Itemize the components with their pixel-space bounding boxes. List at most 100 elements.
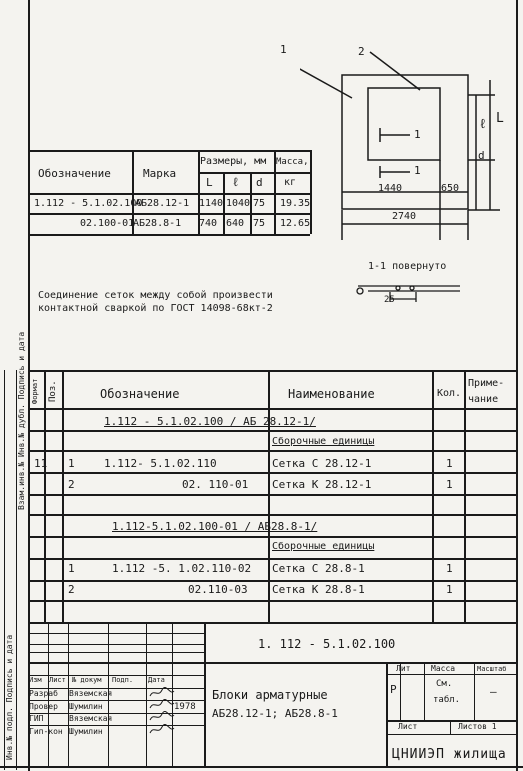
row2-l: 640 <box>226 218 245 229</box>
col-izm: Изм <box>29 676 42 684</box>
row3-qty: 1 <box>446 562 453 575</box>
dim-2740: 2740 <box>392 211 417 222</box>
row3-pos: 1 <box>68 562 75 575</box>
row2-qty: 1 <box>446 478 453 491</box>
col-dimensions-header: Размеры, мм <box>200 156 267 167</box>
title-line1: Блоки арматурные <box>212 688 328 702</box>
row2-mark: АБ28.8-1 <box>133 218 182 229</box>
col-note-header-2: чание <box>468 394 499 405</box>
org-name: ЦНИИЭП жилища <box>392 747 507 762</box>
note-line1: Соединение сеток между собой произвести <box>38 290 273 301</box>
role-razrab: Разраб <box>29 689 58 698</box>
block-plan-drawing <box>300 51 500 240</box>
row1-pos: 1 <box>68 457 75 470</box>
margin-label: Инв.№ подл. Подпись и дата <box>5 634 14 760</box>
section-mark: 1 <box>414 128 421 141</box>
name-razrab: Вяземская <box>69 689 113 698</box>
col-doc: № докум <box>72 676 102 684</box>
lit-header: Лит <box>396 664 411 673</box>
inner-mesh <box>367 87 441 161</box>
sheets-label: Листов 1 <box>458 722 497 731</box>
row2-d: 75 <box>253 218 266 229</box>
col-mass-unit: кг <box>284 177 297 188</box>
margin-label: Взам.инв.№ Инв.№ дубл. Подпись и дата <box>17 331 26 510</box>
callout-2: 2 <box>358 45 365 58</box>
row3-name: Сетка С 28.8-1 <box>272 562 365 575</box>
row1-designation: 1.112 - 5.1.02.100 <box>34 198 143 209</box>
row2-name: Сетка К 28.12-1 <box>272 478 372 491</box>
group1-subtitle: Сборочные единицы <box>272 436 375 447</box>
callout-1: 1 <box>280 43 287 56</box>
section-mark-lower: 1 <box>414 164 421 177</box>
section-detail-drawing <box>356 285 460 302</box>
group2-title: 1.112-5.1.02.100-01 / АБ28.8-1/ <box>112 520 318 533</box>
col-designation-header: Обозначение <box>38 167 111 180</box>
name-gip: Вяземская <box>69 714 113 723</box>
margin-line <box>4 370 5 770</box>
dim-25: 25 <box>384 295 395 305</box>
scale-value: — <box>490 685 497 698</box>
row4-qty: 1 <box>446 583 453 596</box>
col-date: Дата <box>148 676 165 684</box>
doc-code: 1. 112 - 5.1.02.100 <box>258 637 396 651</box>
name-prover: Шумилин <box>69 702 103 711</box>
lit-value: Р <box>390 683 397 696</box>
col-l-header: ℓ <box>232 175 240 189</box>
scale-header: Масштаб <box>477 665 507 673</box>
title-line2: АБ28.12-1; АБ28.8-1 <box>212 707 338 720</box>
row2-designation: 02.100-01 <box>80 218 135 229</box>
dim-L: L <box>496 111 504 126</box>
frame-bottom <box>0 766 523 768</box>
row1-L: 1140 <box>199 198 224 209</box>
col-qty-header: Кол. <box>437 388 462 399</box>
note-line2: контактной сваркой по ГОСТ 14098-68кт-2 <box>38 303 273 314</box>
dim-l: ℓ <box>479 117 487 132</box>
col-note-header: Приме- <box>468 378 505 389</box>
dim-d: d <box>478 149 485 162</box>
outer-frame-mesh <box>341 74 469 210</box>
row4-name: Сетка К 28.8-1 <box>272 583 365 596</box>
row1-designation: 1.112- 5.1.02.110 <box>104 457 217 470</box>
col-format-header: Формат <box>31 378 39 404</box>
role-gip-kon: Гип-кон <box>29 727 63 736</box>
col-mark-header: Марка <box>143 167 177 180</box>
sheet-label: Лист <box>398 722 418 731</box>
row1-l: 1040 <box>226 198 251 209</box>
col-L-header: L <box>206 176 213 189</box>
row4-designation: 02.110-03 <box>188 583 248 596</box>
group2-subtitle: Сборочные единицы <box>272 541 375 552</box>
row1-mass: 19.35 <box>280 198 311 209</box>
row2-mass: 12.65 <box>280 218 311 229</box>
dim-1440: 1440 <box>378 183 403 194</box>
frame-left <box>28 0 30 771</box>
col-list: Лист <box>49 676 66 684</box>
col-designation-header: Обозначение <box>100 387 180 401</box>
col-sign: Подп. <box>112 676 134 684</box>
row2-designation: 02. 110-01 <box>182 478 249 491</box>
row3-designation: 1.112 -5. 1.02.110-02 <box>112 562 252 575</box>
row2-pos: 2 <box>68 478 75 491</box>
row1-qty: 1 <box>446 457 453 470</box>
name-gip-kon: Шумилин <box>69 727 103 736</box>
mass-header: Масса <box>431 664 456 673</box>
frame-right <box>516 0 518 771</box>
date-prover: 1978 <box>174 702 196 712</box>
role-gip: ГИП <box>29 714 44 723</box>
row2-L: 740 <box>199 218 218 229</box>
col-mass-header: Масса, <box>276 157 309 167</box>
section-title: 1-1 повернуто <box>368 261 447 272</box>
role-prover: Провер <box>29 702 58 711</box>
row1-format: 11 <box>34 457 48 470</box>
col-d-header: d <box>256 176 263 189</box>
row1-d: 75 <box>253 198 266 209</box>
group1-title: 1.112 - 5.1.02.100 / АБ 28.12-1/ <box>104 415 316 428</box>
row1-name: Сетка С 28.12-1 <box>272 457 372 470</box>
signature-marks <box>149 686 175 734</box>
dim-650: 650 <box>441 183 460 194</box>
row1-mark: АБ28.12-1 <box>135 198 190 209</box>
margin-line <box>16 370 17 770</box>
mass-value: См. <box>436 679 453 689</box>
row4-pos: 2 <box>68 583 75 596</box>
col-name-header: Наименование <box>288 387 375 401</box>
